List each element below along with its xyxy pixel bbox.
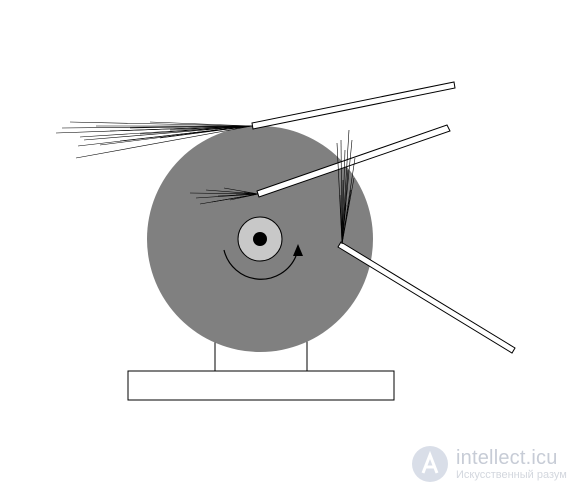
spark-streak [339, 194, 343, 245]
base-platform [127, 370, 395, 401]
rotation-arc [223, 249, 297, 280]
sparks-middle [189, 187, 259, 205]
spark-streak [83, 125, 253, 141]
rotation-arrowhead [293, 244, 303, 256]
watermark-tagline: Искусственный разум [456, 468, 567, 481]
spark-streak [217, 193, 259, 197]
spark-streak [211, 193, 259, 203]
spark-streak [169, 125, 253, 131]
spark-streak [205, 189, 259, 195]
spark-streak [179, 125, 253, 128]
watermark-brand: intellect.icu [456, 446, 558, 469]
spark-streak [229, 193, 259, 201]
spark-streak [340, 139, 343, 245]
spark-streak [69, 121, 253, 127]
tool-bar-top [251, 81, 456, 130]
tool-bar-right [337, 241, 516, 354]
spark-streak [99, 125, 253, 146]
spark-streak [341, 189, 352, 245]
spark-streak [341, 129, 350, 245]
watermark: intellect.icu Искусственный разум [412, 446, 567, 482]
sparks-top [55, 121, 253, 159]
sparks-right [336, 129, 356, 245]
spark-streak [341, 204, 347, 245]
spark-streak [243, 191, 259, 195]
spark-streak [149, 121, 253, 127]
spark-streak [75, 125, 253, 159]
letter-a-circle-icon [412, 446, 448, 482]
spark-streak [341, 179, 344, 245]
hub-center [253, 232, 267, 246]
spark-streak [109, 125, 253, 132]
tool-bar-middle [256, 124, 451, 198]
